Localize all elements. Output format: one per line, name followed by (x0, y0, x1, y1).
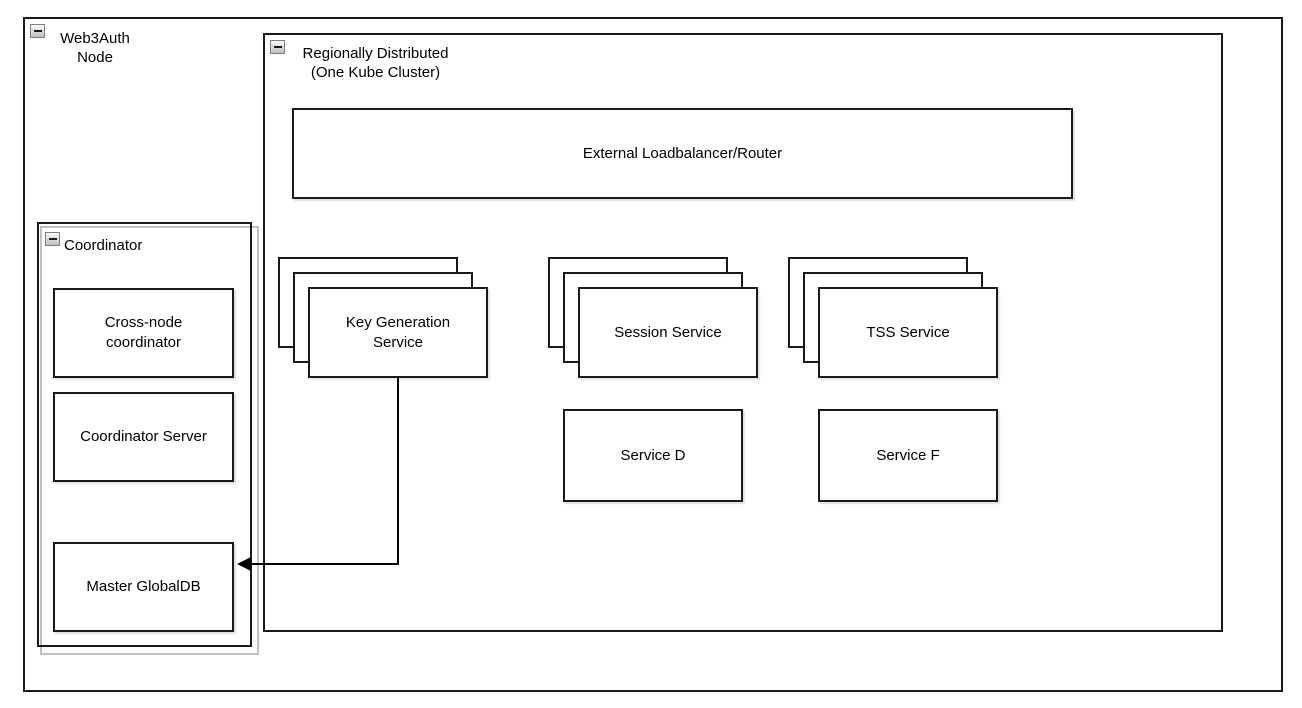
container-title-regional: Regionally Distributed (One Kube Cluster… (288, 44, 463, 82)
node-label: Master GlobalDB (86, 578, 201, 595)
node-session-service[interactable]: Session Service (578, 287, 758, 378)
collapse-minus-icon[interactable] (45, 232, 60, 246)
node-label: Cross-node (104, 314, 183, 331)
collapse-minus-icon[interactable] (270, 40, 285, 54)
container-coordinator[interactable]: Coordinator Cross-node coordinator Coord… (37, 222, 259, 655)
node-label: Service D (620, 446, 686, 464)
node-external-loadbalancer[interactable]: External Loadbalancer/Router (292, 108, 1073, 199)
title-line: (One Kube Cluster) (310, 64, 441, 81)
node-service-d[interactable]: Service D (563, 409, 743, 502)
container-web3auth-node[interactable]: Web3Auth Node Regionally Distributed (On… (23, 17, 1283, 692)
node-label: Coordinator Server (80, 428, 207, 445)
node-label: coordinator (105, 334, 182, 351)
collapse-minus-icon[interactable] (30, 24, 45, 38)
container-regionally-distributed[interactable]: Regionally Distributed (One Kube Cluster… (263, 33, 1223, 632)
node-label: Service (372, 333, 424, 351)
node-label: External Loadbalancer/Router (582, 144, 783, 162)
stack-key-generation-service[interactable]: Key Generation Service (278, 257, 488, 378)
node-coordinator-server[interactable]: Coordinator Server (53, 392, 234, 482)
container-title-coordinator: Coordinator (64, 237, 143, 254)
title-line: Regionally Distributed (302, 45, 449, 62)
node-key-generation-service[interactable]: Key Generation Service (308, 287, 488, 378)
container-title-web3auth: Web3Auth Node (40, 29, 150, 67)
node-label: Session Service (614, 323, 722, 341)
stack-session-service[interactable]: Session Service (548, 257, 758, 378)
node-tss-service[interactable]: TSS Service (818, 287, 998, 378)
node-label: Key Generation (345, 313, 451, 331)
node-service-f[interactable]: Service F (818, 409, 998, 502)
node-cross-node-coordinator[interactable]: Cross-node coordinator (53, 288, 234, 378)
minus-icon (48, 238, 57, 240)
title-line: Web3Auth (60, 30, 130, 47)
node-master-globaldb[interactable]: Master GlobalDB (53, 542, 234, 632)
stack-tss-service[interactable]: TSS Service (788, 257, 998, 378)
title-line: Node (77, 49, 113, 66)
minus-icon (33, 30, 42, 32)
node-label: Service F (876, 446, 940, 464)
node-label: TSS Service (866, 323, 950, 341)
minus-icon (273, 46, 282, 48)
